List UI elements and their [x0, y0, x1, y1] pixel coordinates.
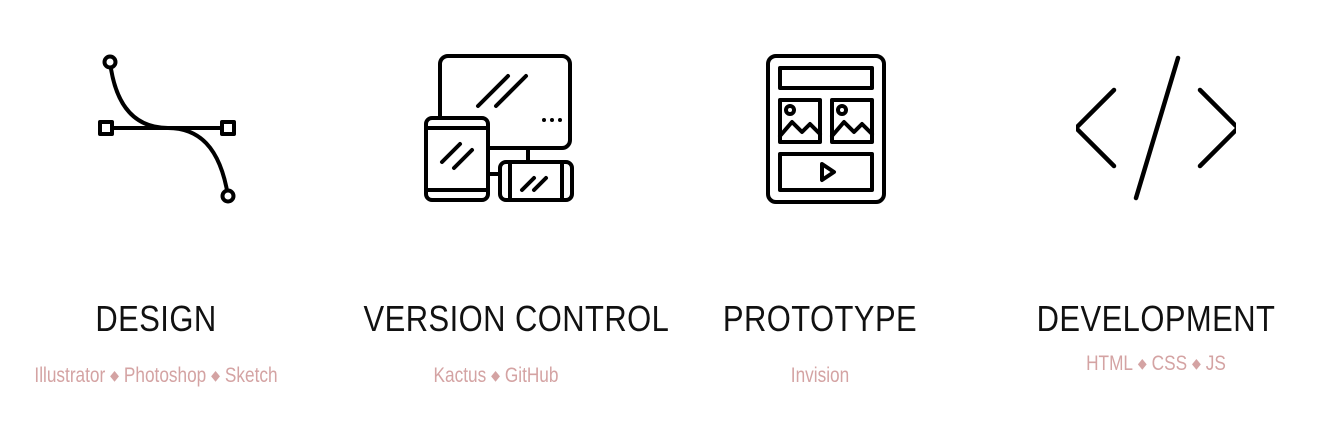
- skill-title: VERSION CONTROL: [363, 298, 670, 339]
- tag-illustrator: Illustrator: [34, 364, 106, 387]
- skill-card-prototype: PROTOTYPE Invision: [672, 0, 968, 442]
- separator-icon: ◆: [491, 367, 500, 383]
- skill-card-design: DESIGN Illustrator◆Photoshop◆Sketch: [0, 0, 312, 442]
- tag-html: HTML: [1086, 352, 1134, 375]
- skill-tags: Illustrator◆Photoshop◆Sketch: [28, 364, 284, 388]
- skill-card-version-control: VERSION CONTROL Kactus◆GitHub: [342, 0, 670, 442]
- skill-tags: Kactus◆GitHub: [370, 364, 623, 388]
- bezier-curve-icon: [88, 50, 248, 210]
- tag-invision: Invision: [790, 364, 850, 387]
- skill-tags: Invision: [699, 364, 942, 388]
- skill-card-development: DEVELOPMENT HTML◆CSS◆JS: [1010, 0, 1302, 442]
- devices-icon: [418, 50, 578, 210]
- wireframe-layout-icon: [746, 50, 906, 210]
- tag-photoshop: Photoshop: [123, 364, 207, 387]
- separator-icon: ◆: [1192, 355, 1201, 371]
- tag-css: CSS: [1151, 352, 1188, 375]
- tag-js: JS: [1205, 352, 1226, 375]
- skill-tags: HTML◆CSS◆JS: [1036, 352, 1275, 376]
- tag-sketch: Sketch: [224, 364, 278, 387]
- tag-kactus: Kactus: [433, 364, 487, 387]
- skill-title: DESIGN: [95, 298, 217, 339]
- separator-icon: ◆: [1137, 355, 1147, 371]
- separator-icon: ◆: [211, 367, 221, 383]
- code-brackets-icon: [1076, 50, 1236, 210]
- tag-github: GitHub: [504, 364, 559, 387]
- separator-icon: ◆: [110, 367, 119, 383]
- skill-title: PROTOTYPE: [722, 298, 918, 339]
- skill-title: DEVELOPMENT: [1036, 298, 1276, 339]
